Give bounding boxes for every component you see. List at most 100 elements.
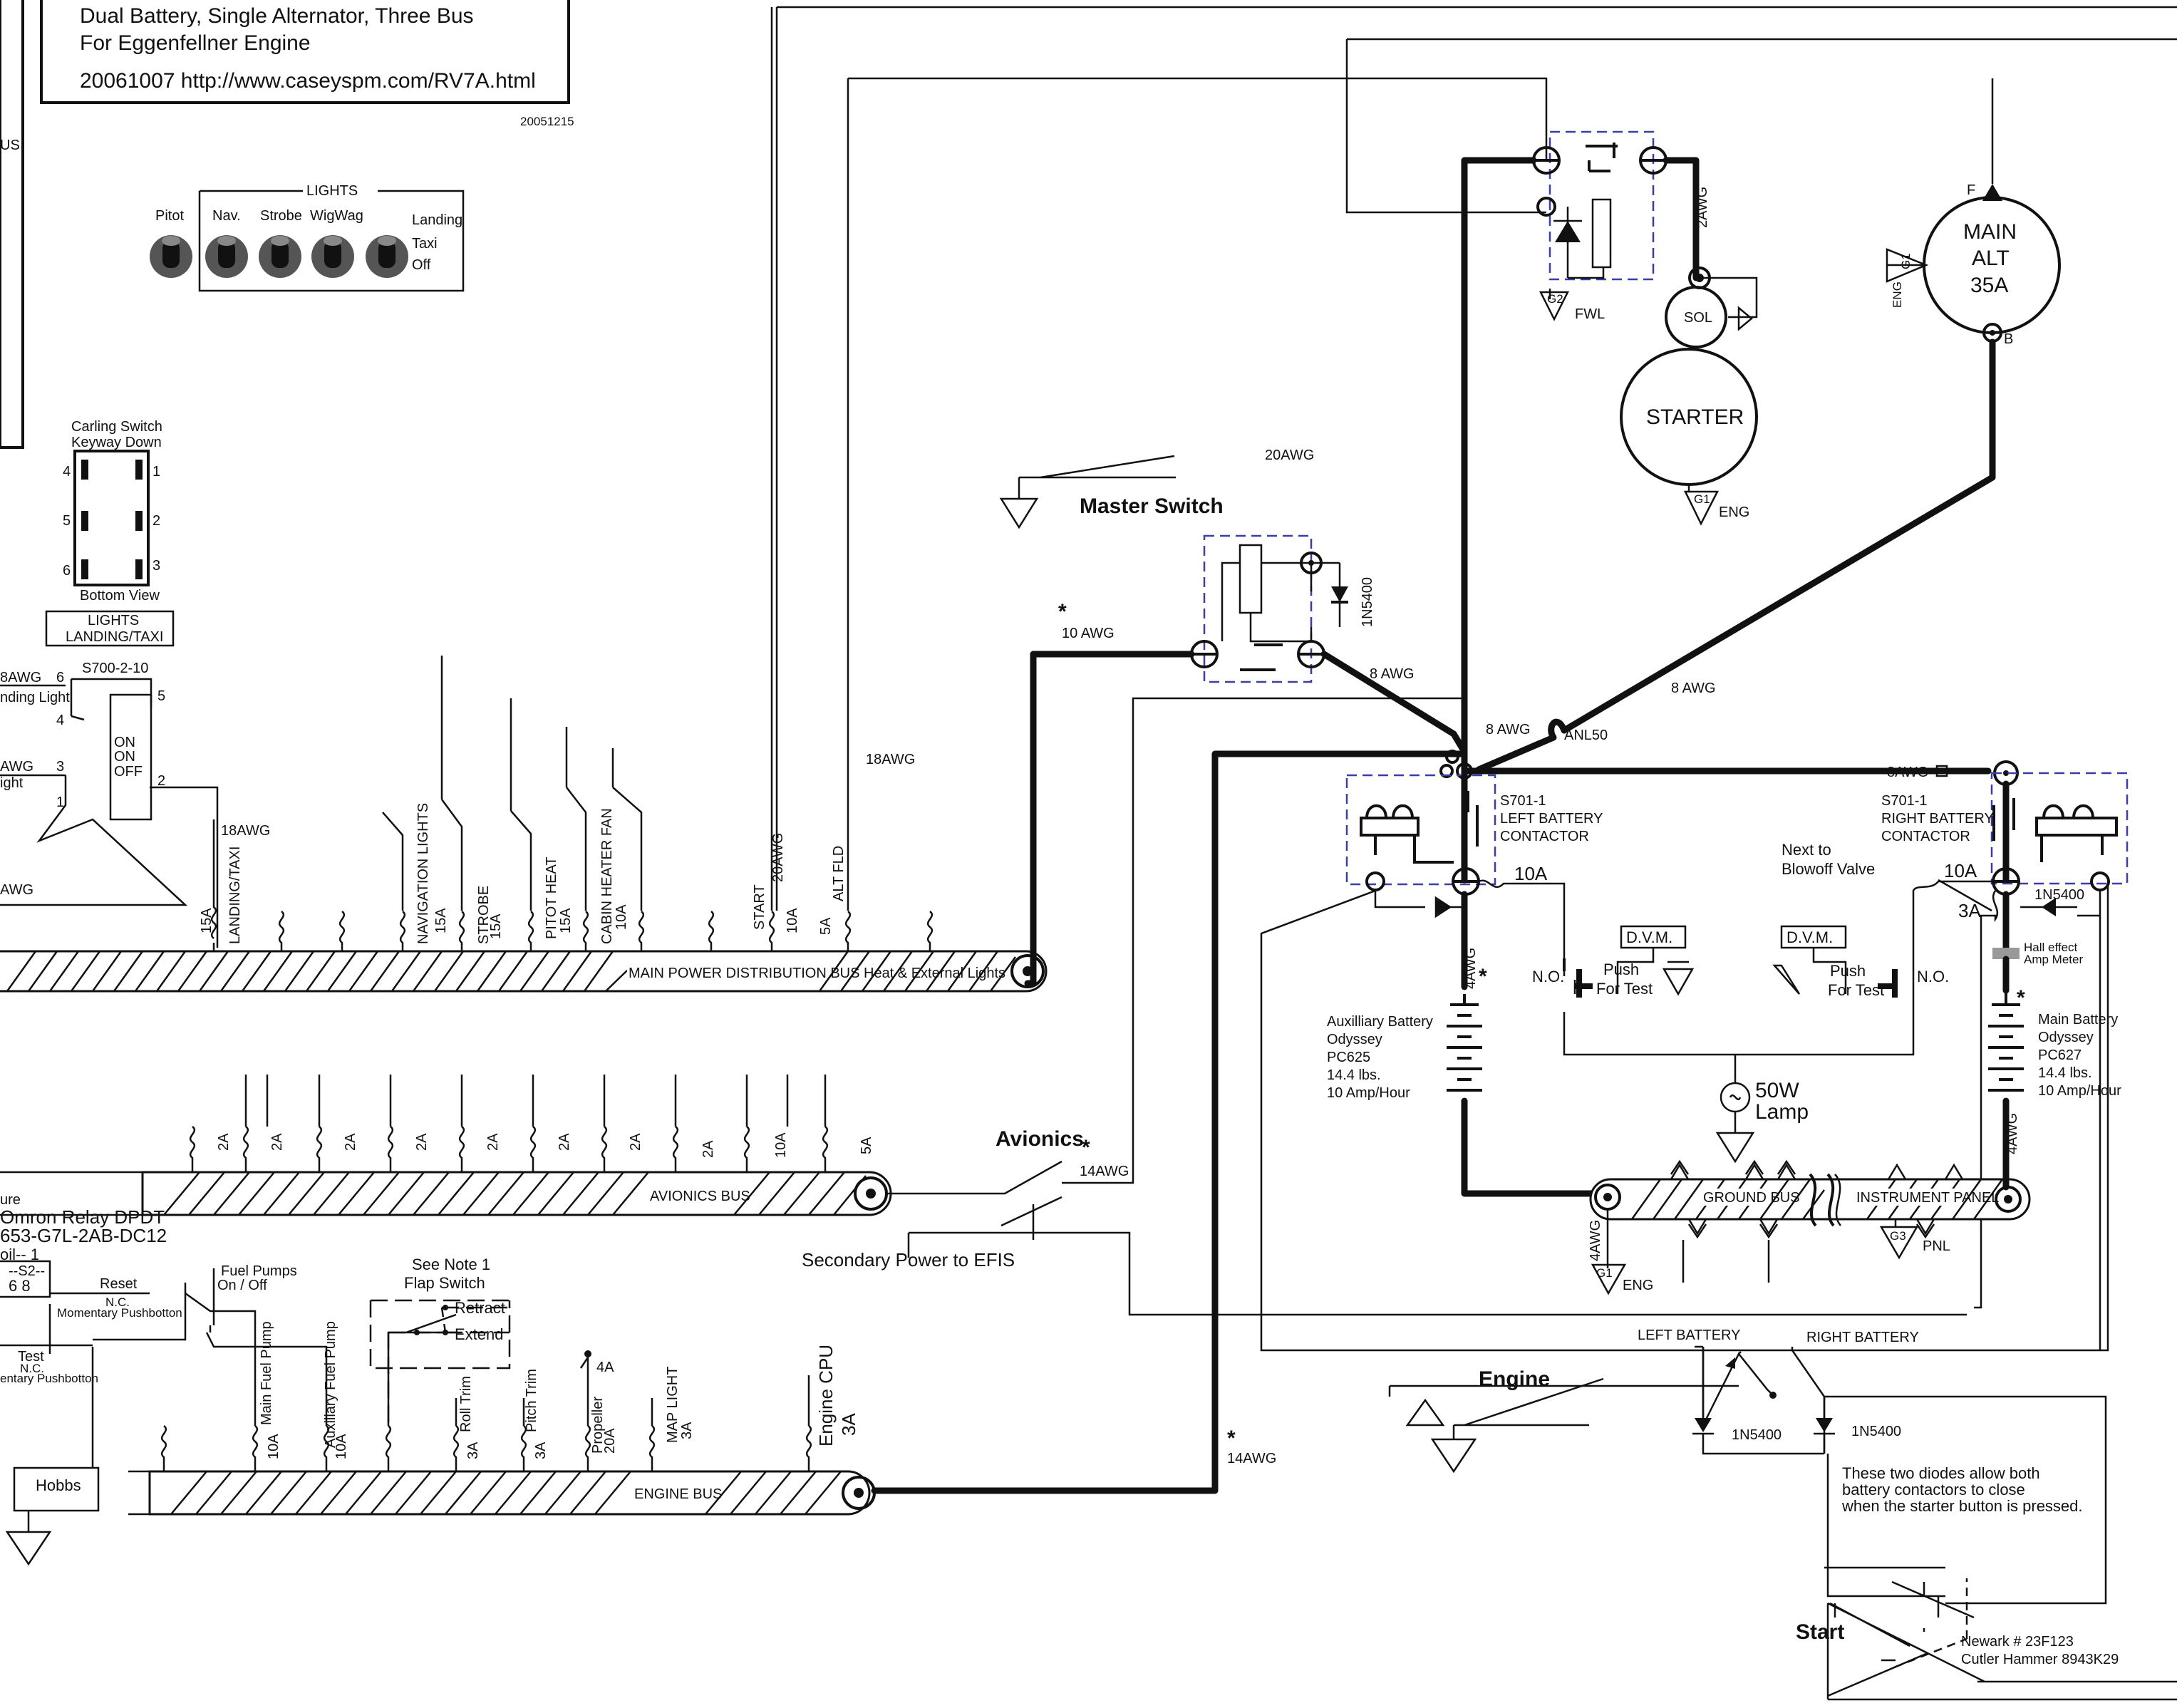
toggle-switch-nav[interactable] <box>205 235 248 278</box>
title-box <box>40 0 570 104</box>
s700-pin-6: 6 <box>56 670 64 685</box>
main-bk-cabin-amps: 10A <box>614 904 629 930</box>
start-left-battery: LEFT BATTERY <box>1638 1327 1740 1343</box>
title-block: Dual Battery, Single Alternator, Three B… <box>0 0 574 449</box>
toggle-switch-strobe[interactable] <box>259 235 301 278</box>
right-contactor-l2: CONTACTOR <box>1881 829 1970 844</box>
ground-bus: GROUND BUS INSTRUMENT PANEL 4AWG G1 ENG … <box>1588 1159 2031 1295</box>
engine-bk-auxfuel-amps: 10A <box>333 1434 349 1459</box>
main-bk-nav-amps: 15A <box>433 908 449 933</box>
starter-solenoid-dash <box>1548 130 1655 281</box>
lights-pos-off: Off <box>412 257 431 273</box>
left-cut-label: US <box>0 138 20 153</box>
hobbs-label: Hobbs <box>36 1476 81 1494</box>
aux-battery-l4: 14.4 lbs. <box>1327 1067 1381 1083</box>
lights-header: LIGHTS <box>306 183 358 199</box>
ground-pnl: PNL <box>1923 1238 1950 1254</box>
avionics-amp-3: 2A <box>343 1133 358 1151</box>
toggle-switch-pitot[interactable] <box>150 235 192 278</box>
engine-bk-prop-amps: 20A <box>602 1428 618 1454</box>
engine-bk-mainfuel-name: Main Fuel Pump <box>259 1321 274 1425</box>
master-switch: 20AWG Master Switch 1N5400 * 10 AWG 8 AW… <box>999 447 1716 987</box>
relay-fuel2: On / Off <box>217 1278 267 1293</box>
starter-g2: G2 <box>1547 292 1563 306</box>
start-part2: Cutler Hammer 8943K29 <box>1961 1652 2119 1667</box>
main-power-bus: MAIN POWER DISTRIBUTION BUS Heat & Exter… <box>0 7 1048 993</box>
hobbs-box <box>13 1466 100 1512</box>
main-bk-altfld-name: ALT FLD <box>831 846 847 901</box>
aux-battery-l2: Odyssey <box>1327 1032 1382 1047</box>
toggle-switch-landing[interactable] <box>366 235 408 278</box>
start-note1: These two diodes allow both <box>1842 1464 2040 1482</box>
relay-l2: Omron Relay DPDT <box>0 1206 165 1228</box>
engine-bk-roll-amps: 3A <box>465 1442 481 1459</box>
carling-label-box <box>45 610 175 647</box>
engine-prop-aux: 4A <box>596 1360 614 1375</box>
avionics-amp-2: 2A <box>269 1133 285 1151</box>
engine-bk-cpu-name: Engine CPU <box>815 1345 837 1446</box>
s700-part: S700-2-10 <box>82 661 148 676</box>
main-bus-label: MAIN POWER DISTRIBUTION BUS Heat & Exter… <box>629 966 1005 981</box>
main-bk-strobe-amps: 15A <box>488 913 504 939</box>
carling-label1: LIGHTS <box>88 613 139 628</box>
avionics-amp-1: 2A <box>216 1133 232 1151</box>
relay-l1: ure <box>0 1192 21 1208</box>
main-bk-start-name: START <box>752 884 767 930</box>
avionics-amp-4: 2A <box>414 1133 430 1151</box>
right-contactor-fuse2: 3A <box>1958 900 1981 921</box>
start-part1: Newark # 23F123 <box>1961 1634 2074 1650</box>
ground-wire: 4AWG <box>1588 1220 1603 1261</box>
s700-wire-b: AWG <box>0 759 33 775</box>
toggle-switch-wigwag[interactable] <box>311 235 354 278</box>
carling-pin-4: 4 <box>63 464 71 480</box>
starter-g1: G1 <box>1694 492 1710 506</box>
main-bk-cabin-name: CABIN HEATER FAN <box>599 808 615 944</box>
carling-title2: Keyway Down <box>71 435 162 450</box>
s700-pos2: ON <box>114 749 135 765</box>
dvm-left: D.V.M. <box>1626 928 1672 946</box>
avionics-switch-label: Avionics <box>996 1127 1084 1151</box>
master-wire-8c: 8 AWG <box>1671 680 1716 696</box>
engine-bk-cpu-amps: 3A <box>838 1413 859 1436</box>
relay-nc2: N.C. <box>20 1362 44 1375</box>
avionics-amp-7: 2A <box>628 1133 643 1151</box>
right-next1: Next to <box>1782 841 1831 859</box>
alt-eng: ENG <box>1891 281 1904 308</box>
left-contactor: 8AWG S701-1 LEFT BATTERY CONTACTOR 10A 4… <box>1260 750 2109 1352</box>
engine-bk-prop-name: Propeller <box>590 1397 606 1454</box>
right-contactor: 1N5400 S701-1 RIGHT BATTERY CONTACTOR Ne… <box>1782 760 2129 1350</box>
ground-g3: G3 <box>1890 1229 1906 1243</box>
test-circuit: D.V.M. N.O. Push For Test D.V.M. N.O. Pu… <box>1532 925 1949 1164</box>
avionics-amp-6: 2A <box>557 1133 572 1151</box>
s700-wire-d: 18AWG <box>221 823 270 839</box>
left-contactor-dash <box>1345 774 1496 886</box>
avionics-bus-label: AVIONICS BUS <box>650 1189 750 1204</box>
start-label: Start <box>1796 1620 1844 1644</box>
engine-bus-feed <box>871 750 1468 1494</box>
right-contactor-part: S701-1 <box>1881 793 1928 809</box>
engine-feed-wire: 14AWG <box>1227 1451 1276 1466</box>
flap-title: Flap Switch <box>404 1274 485 1292</box>
right-contactor-star: * <box>2017 986 2025 1010</box>
main-bk-landing-name: LANDING/TAXI <box>227 847 243 944</box>
relay-fuel1: Fuel Pumps <box>221 1263 297 1279</box>
s700-pin-3: 3 <box>56 759 64 775</box>
main-bk-landing-amps: 15A <box>199 908 214 933</box>
lights-pos-taxi: Taxi <box>412 236 438 252</box>
aux-battery-l5: 10 Amp/Hour <box>1327 1085 1410 1101</box>
main-bk-start-wire: 20AWG <box>770 833 786 882</box>
engine-bk-auxfuel-name: Auxiliary Fuel Pump <box>323 1321 338 1448</box>
relay-l3: 653-G7L-2AB-DC12 <box>0 1225 167 1246</box>
relay-block: ure Omron Relay DPDT 653-G7L-2AB-DC12 oi… <box>0 1192 297 1385</box>
relay-mom2: entary Pushbotton <box>0 1372 98 1385</box>
carling-body <box>73 450 150 586</box>
right-contactor-l1: RIGHT BATTERY <box>1881 811 1994 827</box>
solenoid-label: SOL <box>1684 310 1712 326</box>
avionics-amp-5: 2A <box>485 1133 501 1151</box>
right-next2: Blowoff Valve <box>1782 860 1875 878</box>
s700-pos1: ON <box>114 735 135 750</box>
main-bus-hatching <box>6 951 1017 992</box>
relay-mom: Momentary Pushbotton <box>57 1306 182 1320</box>
master-label: Master Switch <box>1080 495 1224 518</box>
